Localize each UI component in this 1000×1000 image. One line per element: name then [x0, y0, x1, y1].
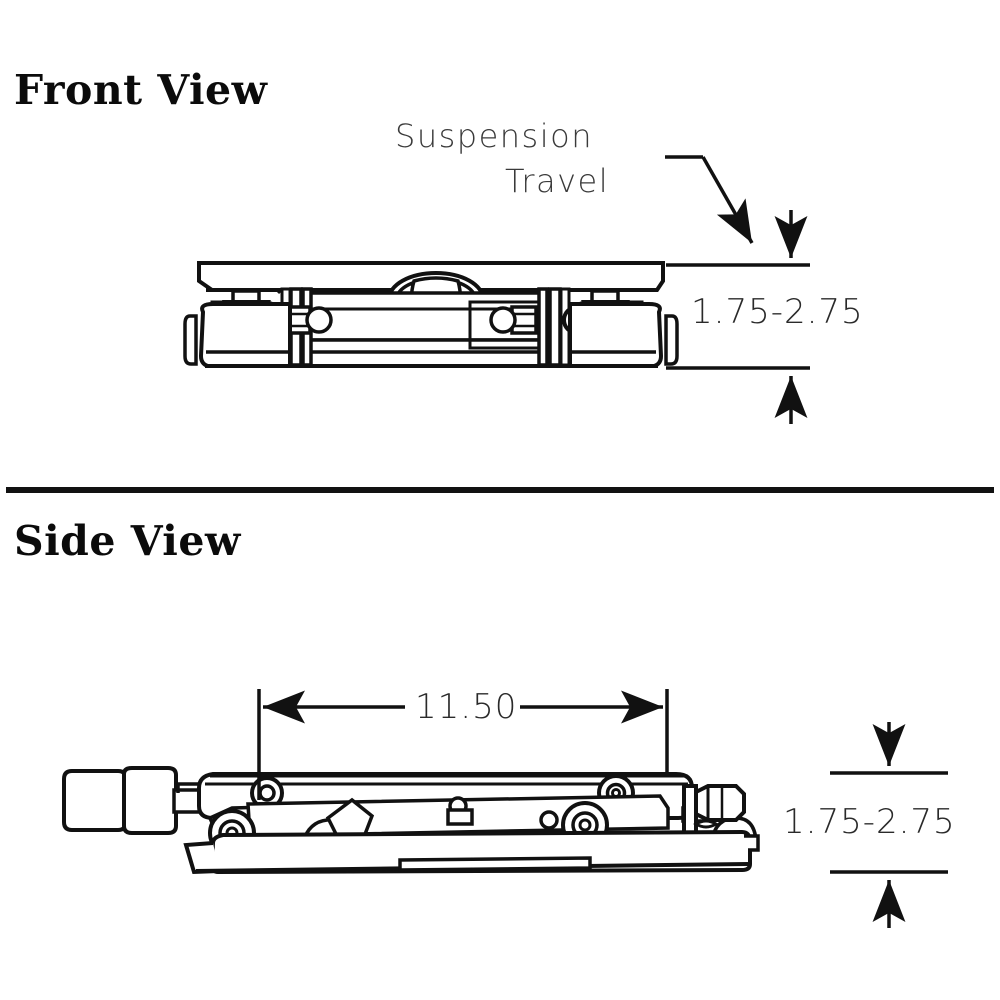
front-right-rail-end-cap	[664, 314, 679, 366]
front-right-base-rail	[568, 302, 664, 368]
suspension-travel-leader	[665, 155, 754, 244]
side-view-drawing	[62, 766, 760, 875]
front-view-height-dimension	[666, 210, 810, 424]
side-view-length-dimension-text: 11.50	[415, 687, 518, 727]
side-base-plate-right-tab	[744, 834, 760, 852]
front-view-drawing	[183, 261, 679, 368]
side-view-height-dimension	[830, 722, 948, 928]
side-adjust-knob	[62, 766, 202, 835]
front-view-title: Front View	[14, 66, 268, 114]
front-left-base-rail	[198, 302, 292, 368]
suspension-travel-note-line-2: Travel	[505, 162, 610, 200]
side-view-title: Side View	[14, 517, 241, 565]
front-view-height-dimension-text: 1.75-2.75	[691, 292, 864, 332]
suspension-travel-note-line-1: Suspension	[395, 117, 593, 155]
side-view-length-dimension	[257, 689, 669, 800]
side-right-bolt	[682, 784, 746, 842]
front-left-rail-end-cap	[183, 314, 198, 366]
front-cross-member-lower	[298, 338, 562, 354]
side-base-plate-slot	[398, 856, 592, 872]
leader-arrow-icon	[701, 156, 754, 244]
side-mid-plate-stud-left	[446, 796, 474, 826]
side-knob-shaft	[172, 788, 202, 814]
side-view-height-dimension-text: 1.75-2.75	[783, 802, 956, 842]
